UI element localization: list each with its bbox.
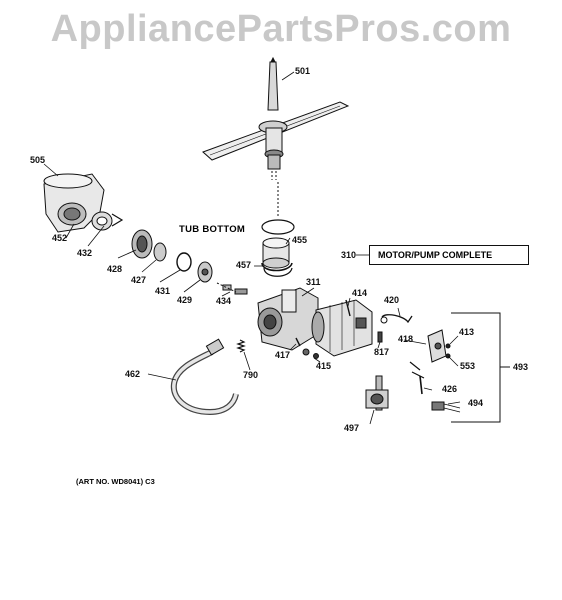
- part-label-415: 415: [316, 361, 332, 371]
- part-label-817: 817: [374, 347, 390, 357]
- housing-505-drawing: [43, 173, 105, 233]
- part-label-432: 432: [77, 248, 93, 258]
- part-label-414: 414: [352, 288, 368, 298]
- collar-455-drawing: [262, 237, 290, 269]
- part-label-431: 431: [155, 286, 171, 296]
- part-label-493: 493: [513, 362, 529, 372]
- part-label-427: 427: [131, 275, 147, 285]
- part-label-494: 494: [468, 398, 484, 408]
- part-label-457: 457: [236, 260, 252, 270]
- part-label-418: 418: [398, 334, 414, 344]
- part-label-428: 428: [107, 264, 123, 274]
- part-label-429: 429: [177, 295, 193, 305]
- watermark-text: AppliancePartsPros.com: [50, 8, 512, 50]
- part-label-413: 413: [459, 327, 475, 337]
- motor-pump-complete-callout: MOTOR/PUMP COMPLETE: [369, 245, 529, 265]
- part-label-434: 434: [216, 296, 232, 306]
- part-label-426: 426: [442, 384, 458, 394]
- part-label-497: 497: [344, 423, 360, 433]
- impeller-428-drawing: [131, 229, 153, 259]
- part-label-420: 420: [384, 295, 400, 305]
- motor-310-drawing: [311, 299, 373, 357]
- part-label-501: 501: [295, 66, 311, 76]
- part-label-452: 452: [52, 233, 68, 243]
- part-label-505: 505: [30, 155, 46, 165]
- part-label-462: 462: [125, 369, 141, 379]
- part-label-553: 553: [460, 361, 476, 371]
- solenoid-497-drawing: [365, 375, 389, 411]
- part-label-311: 311: [306, 277, 321, 287]
- hose-462-drawing: [170, 338, 239, 416]
- art-number: (ART NO. WD8041) C3: [76, 477, 155, 486]
- part-label-455: 455: [292, 235, 308, 245]
- tub-bottom-label: TUB BOTTOM: [179, 224, 246, 235]
- pump-body-311-drawing: [257, 287, 319, 351]
- part-label-790: 790: [243, 370, 259, 380]
- spray-arm-501-drawing: [202, 56, 350, 180]
- part-label-417: 417: [275, 350, 291, 360]
- part-label-310: 310: [341, 250, 357, 260]
